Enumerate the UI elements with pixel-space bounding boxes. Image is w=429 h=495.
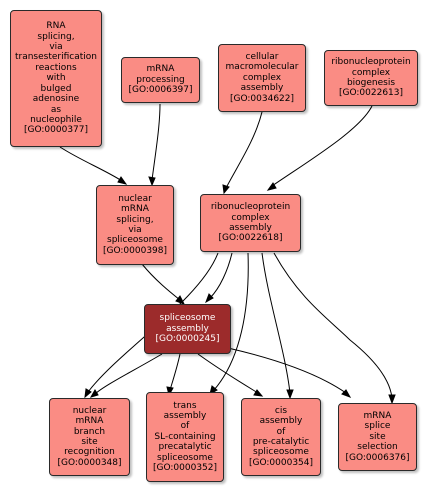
edge-0000245-to-0000354 — [197, 353, 259, 394]
node-go-0000354[interactable]: cis assembly of pre-catalytic spliceosom… — [241, 398, 321, 476]
edge-0000245-to-0000348 — [94, 353, 163, 395]
arrowhead-0022618-to-0000354 — [286, 389, 294, 400]
arrowhead-0000377-to-0000398 — [117, 176, 128, 185]
node-label: mRNA processing [GO:0006397] — [128, 64, 193, 96]
arrowhead-0000245-to-0000348 — [89, 389, 99, 398]
arrowhead-0022618-to-0006376 — [388, 394, 396, 405]
edge-0000377-to-0000398 — [59, 146, 123, 182]
edge-0006397-to-0000398 — [151, 103, 161, 181]
edge-0034622-to-0022618 — [225, 111, 263, 189]
arrowhead-0022618-to-0000245 — [205, 293, 214, 304]
edge-0022618-to-0000352 — [213, 252, 249, 391]
arrowhead-0022618-to-0000348 — [84, 388, 92, 399]
edge-0000245-to-0006376 — [227, 347, 347, 394]
node-go-0000377[interactable]: RNA splicing, via transesterification re… — [10, 10, 102, 147]
node-go-0000245[interactable]: spliceosome assembly [GO:0000245] — [144, 304, 231, 354]
node-go-0034622[interactable]: cellular macromolecular complex assembly… — [218, 44, 306, 112]
node-label: mRNA splice site selection [GO:0006376] — [345, 410, 410, 463]
edge-0022613-to-0022618 — [271, 105, 373, 187]
edge-0000245-to-0000352 — [169, 353, 181, 391]
node-go-0000348[interactable]: nuclear mRNA branch site recognition [GO… — [49, 398, 130, 476]
arrowhead-0006397-to-0000398 — [148, 176, 156, 187]
node-label: cis assembly of pre-catalytic spliceosom… — [248, 405, 314, 468]
node-label: ribonucleoprotein complex assembly [GO:0… — [210, 202, 291, 244]
arrowhead-0000245-to-0006376 — [341, 389, 352, 398]
node-label: RNA splicing, via transesterification re… — [14, 21, 97, 136]
node-label: spliceosome assembly [GO:0000245] — [155, 313, 220, 345]
node-label: nuclear mRNA branch site recognition [GO… — [57, 405, 122, 468]
edge-0000398-to-0000245 — [141, 263, 181, 301]
node-go-0022613[interactable]: ribonucleoprotein complex biogenesis [GO… — [324, 50, 418, 106]
node-label: cellular macromolecular complex assembly… — [225, 51, 299, 104]
node-go-0000398[interactable]: nuclear mRNA splicing, via spliceosome [… — [96, 185, 174, 265]
node-go-0006397[interactable]: mRNA processing [GO:0006397] — [121, 57, 200, 103]
node-go-0006376[interactable]: mRNA splice site selection [GO:0006376] — [338, 403, 417, 471]
node-go-0000352[interactable]: trans assembly of SL-containing precatal… — [146, 392, 224, 482]
arrowhead-0000245-to-0000354 — [253, 389, 264, 397]
edge-0022618-to-0006376 — [273, 252, 393, 399]
edge-0022618-to-0000245 — [209, 252, 233, 299]
node-label: trans assembly of SL-containing precatal… — [152, 400, 218, 474]
edge-0022618-to-0000354 — [261, 252, 291, 394]
node-go-0022618[interactable]: ribonucleoprotein complex assembly [GO:0… — [200, 194, 301, 252]
arrowhead-0034622-to-0022618 — [222, 184, 230, 195]
arrowhead-0022613-to-0022618 — [266, 182, 277, 191]
node-label: nuclear mRNA splicing, via spliceosome [… — [102, 193, 168, 256]
node-label: ribonucleoprotein complex biogenesis [GO… — [331, 57, 411, 99]
